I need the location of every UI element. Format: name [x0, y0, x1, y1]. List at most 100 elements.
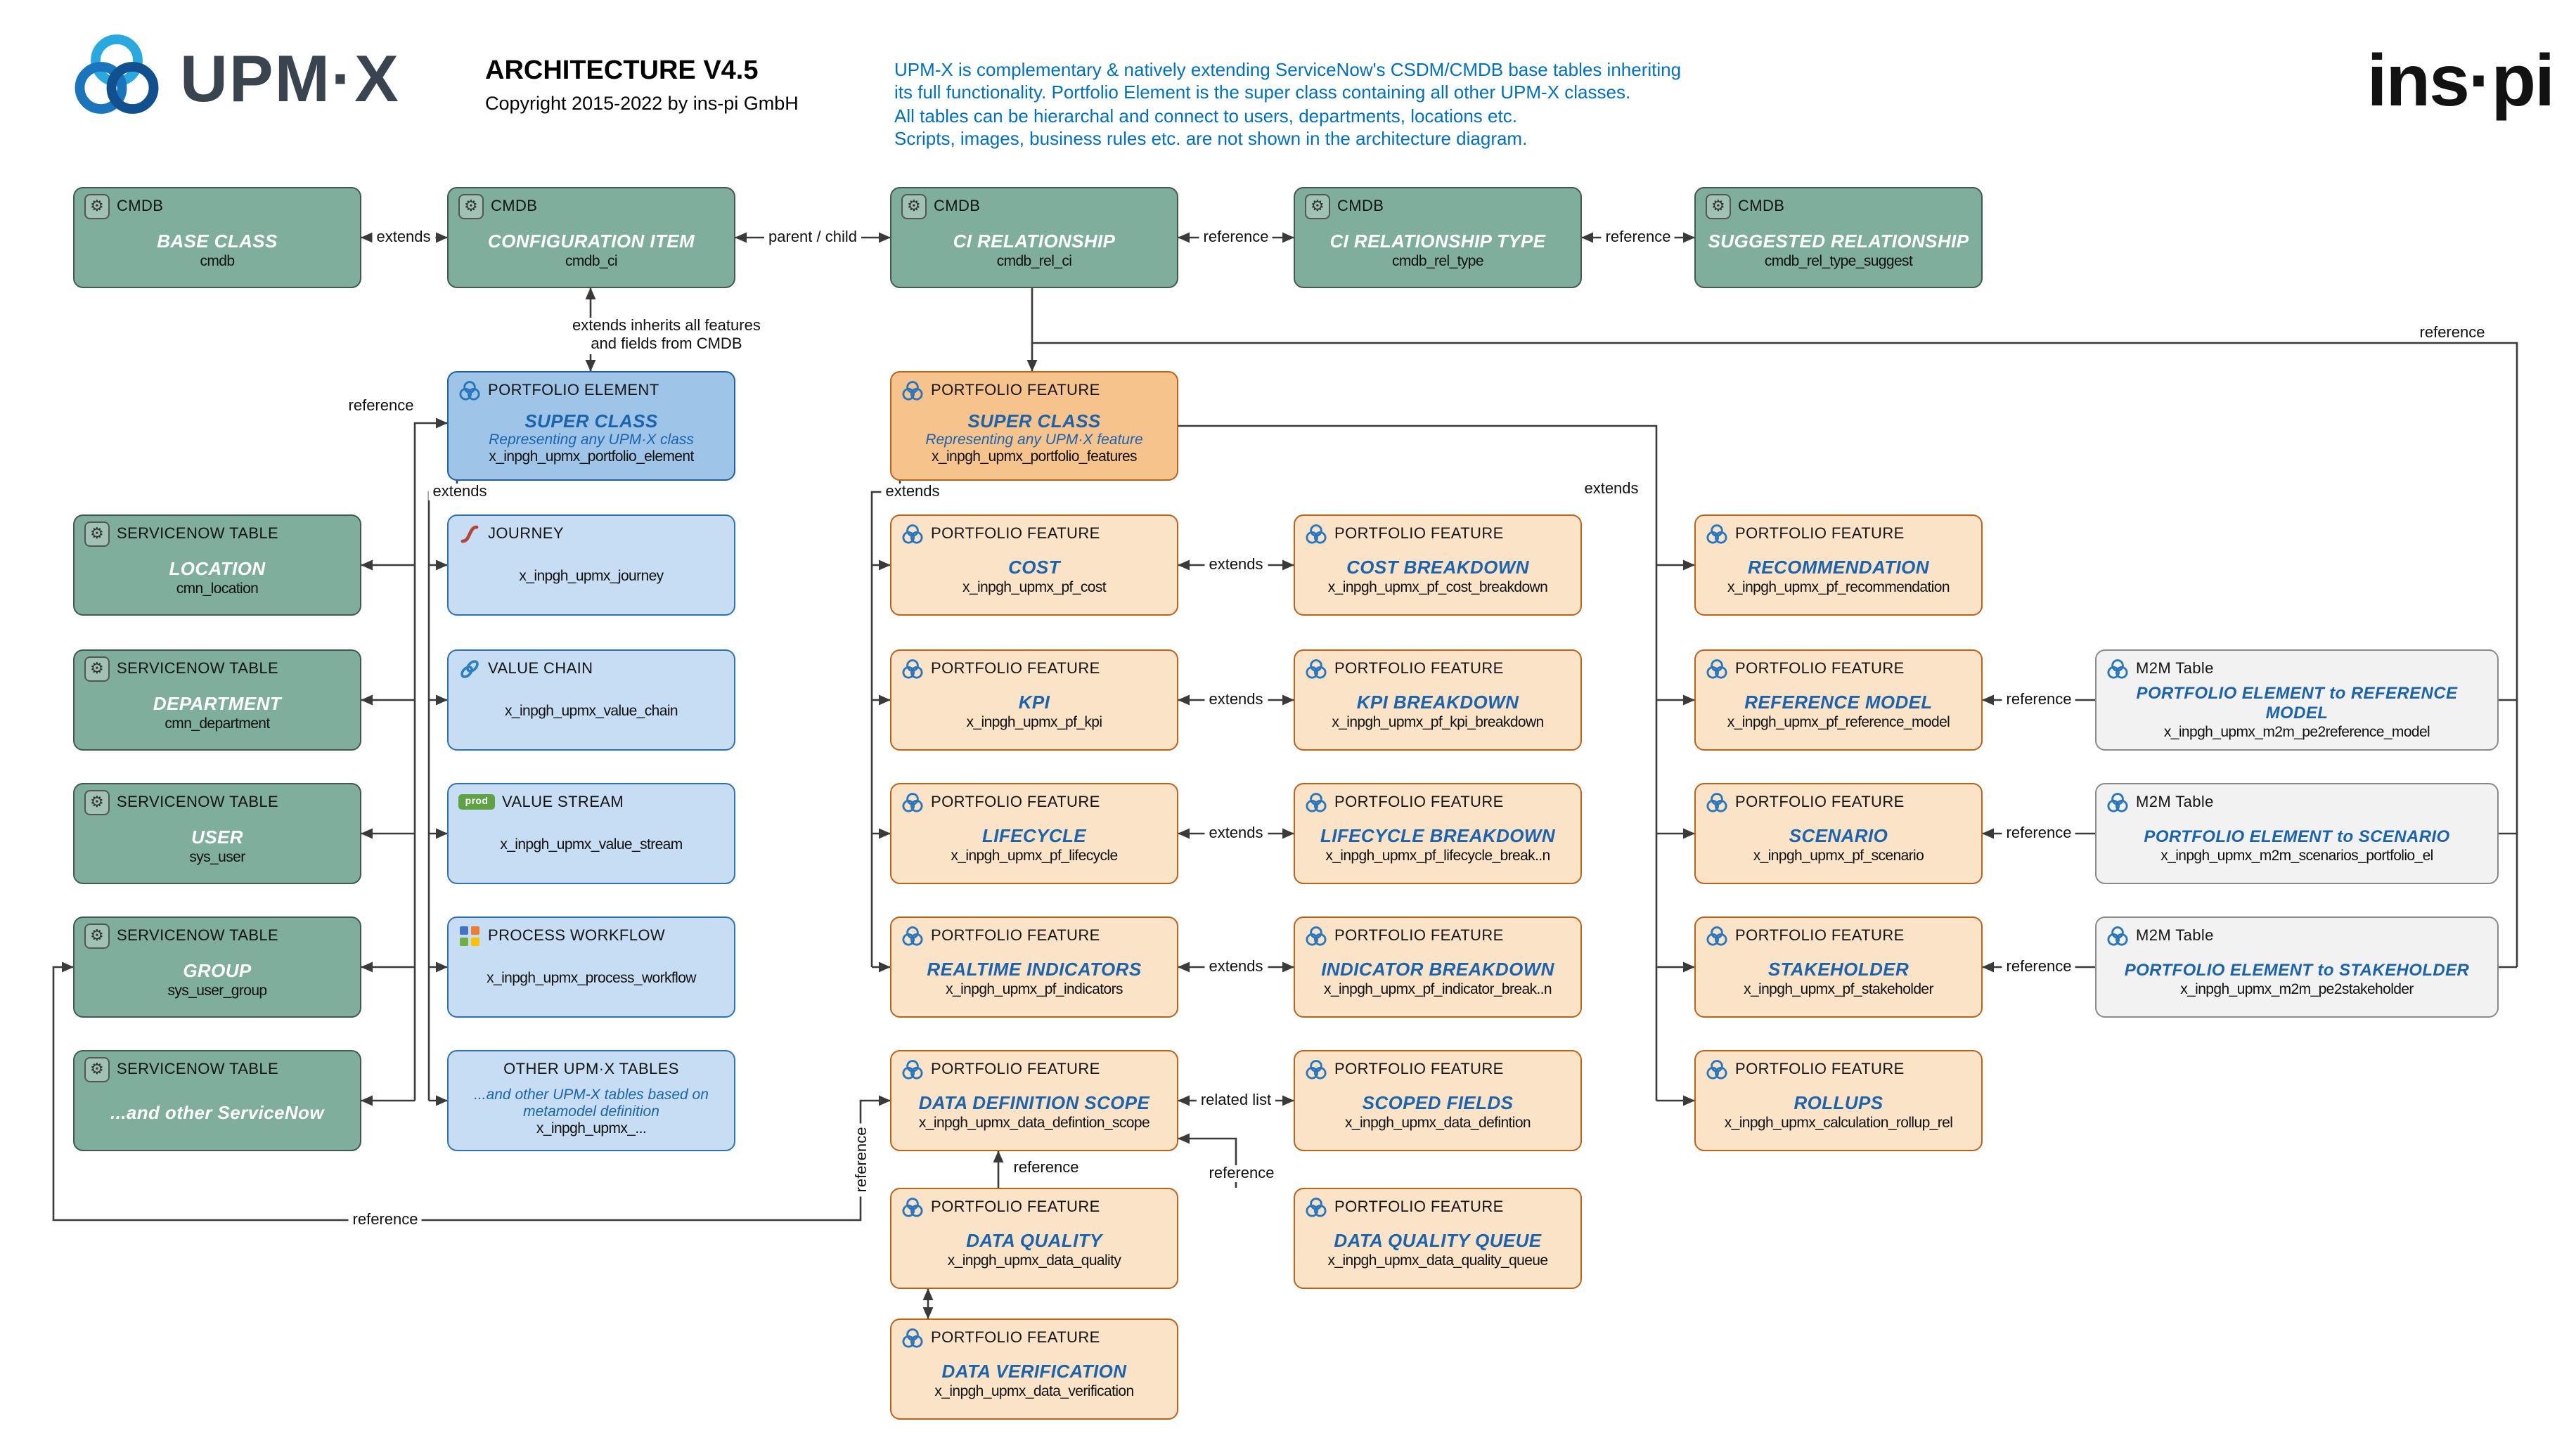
gear-icon: ⚙ [84, 790, 110, 815]
process-workflow-box: PROCESS WORKFLOW x_inpgh_upmx_process_wo… [447, 916, 735, 1018]
upmx-logo-icon [75, 34, 159, 114]
class-title: ...and other ServiceNow [110, 1102, 324, 1123]
page-title: ARCHITECTURE V4.5 [485, 56, 759, 86]
box-type-label: CMDB [1738, 198, 1785, 215]
edge-label-extends: extends [428, 484, 491, 500]
gear-icon: ⚙ [1706, 194, 1731, 219]
description-line: All tables can be hierarchal and connect… [894, 105, 1517, 127]
box-type-label: PORTFOLIO FEATURE [931, 525, 1100, 542]
class-title: PORTFOLIO ELEMENT to STAKEHOLDER [2124, 959, 2470, 979]
class-title: CI RELATIONSHIP TYPE [1329, 230, 1546, 251]
table-name: x_inpgh_upmx_pf_cost_breakdown [1327, 579, 1548, 596]
class-title: CONFIGURATION ITEM [487, 230, 695, 251]
class-title: COST BREAKDOWN [1346, 557, 1529, 578]
edge-label-reference: reference [2002, 692, 2076, 708]
gear-icon: ⚙ [1305, 194, 1330, 219]
knot-icon [901, 924, 924, 947]
gear-icon: ⚙ [458, 194, 484, 219]
knot-icon [1305, 1058, 1327, 1080]
table-name: x_inpgh_upmx_pf_lifecycle_break..n [1325, 848, 1550, 864]
box-type-label: PORTFOLIO FEATURE [1334, 1198, 1504, 1215]
table-name: x_inpgh_upmx_pf_indicator_break..n [1324, 981, 1552, 998]
table-name: x_inpgh_upmx_pf_indicators [946, 981, 1123, 998]
edge-label-extends: extends [1204, 692, 1268, 708]
class-title: USER [191, 826, 243, 847]
knot-icon [1706, 791, 1728, 813]
box-type-label: PORTFOLIO FEATURE [1735, 793, 1905, 810]
box-type-label: SERVICENOW TABLE [117, 794, 279, 811]
table-name: x_inpgh_upmx_pf_stakeholder [1744, 981, 1933, 998]
class-title: CI RELATIONSHIP [953, 230, 1116, 251]
table-name: x_inpgh_upmx_data_quality_queue [1327, 1252, 1548, 1269]
edge-label-extends: extends [1204, 959, 1268, 976]
table-name: x_inpgh_upmx_m2m_scenarios_portfolio_el [2160, 847, 2433, 864]
class-title: SCOPED FIELDS [1362, 1092, 1514, 1113]
box-type-label: SERVICENOW TABLE [117, 526, 279, 543]
knot-icon [1305, 657, 1327, 680]
edge-note-line1: extends inherits all features [572, 318, 761, 335]
knot-icon [1706, 924, 1728, 947]
box-type-label: JOURNEY [488, 525, 564, 542]
knot-icon [901, 1195, 924, 1218]
edge-label-reference: reference [348, 1212, 423, 1229]
edge-note-line2: and fields from CMDB [591, 336, 742, 353]
class-title: SCENARIO [1789, 825, 1888, 846]
value-chain-box: VALUE CHAIN x_inpgh_upmx_value_chain [447, 649, 735, 751]
knot-icon [1706, 522, 1728, 545]
class-subtitle: Representing any UPM·X class [489, 431, 694, 448]
class-title: SUGGESTED RELATIONSHIP [1708, 230, 1969, 251]
gear-icon: ⚙ [84, 521, 110, 547]
gear-icon: ⚙ [84, 194, 110, 219]
class-title: DATA QUALITY [966, 1230, 1102, 1251]
box-type-label: CMDB [117, 198, 164, 215]
class-title: COST [1008, 557, 1060, 578]
journey-icon [458, 522, 481, 545]
knot-icon [1305, 1195, 1327, 1218]
knot-icon [901, 522, 924, 545]
class-title: INDICATOR BREAKDOWN [1321, 959, 1554, 980]
box-type-label: PORTFOLIO FEATURE [931, 660, 1100, 677]
class-title: DATA DEFINITION SCOPE [918, 1092, 1150, 1113]
table-name: cmdb_rel_type_suggest [1764, 252, 1913, 269]
box-type-label: PORTFOLIO FEATURE [931, 927, 1100, 944]
edge-label-reference: reference [2002, 959, 2076, 976]
table-name: x_inpgh_upmx_portfolio_element [489, 448, 694, 465]
box-type-label: CMDB [491, 198, 538, 215]
table-name: cmdb [200, 252, 236, 269]
box-type-label: VALUE CHAIN [488, 660, 593, 677]
table-name: cmn_department [165, 715, 270, 732]
connectors [52, 232, 2518, 1319]
table-name: x_inpgh_upmx_journey [519, 568, 664, 585]
edge-label-reference: reference [1009, 1160, 1083, 1177]
knot-icon [1305, 522, 1327, 545]
knot-icon [901, 791, 924, 813]
box-type-label: SERVICENOW TABLE [117, 1061, 279, 1078]
class-subtitle: ...and other UPM-X tables based on [474, 1087, 709, 1103]
table-name: cmdb_ci [565, 252, 618, 269]
class-title: SUPER CLASS [967, 410, 1101, 431]
gear-icon: ⚙ [84, 1057, 110, 1082]
class-title: PORTFOLIO ELEMENT to SCENARIO [2144, 826, 2450, 845]
table-name: cmdb_rel_ci [996, 252, 1072, 269]
table-name: sys_user_group [167, 982, 267, 999]
class-title: GROUP [183, 959, 252, 980]
box-type-label: PORTFOLIO FEATURE [1735, 1061, 1905, 1077]
table-name: cmn_location [176, 580, 259, 597]
edge-note-inherits: extends inherits all features and fields… [568, 318, 765, 354]
knot-icon [2106, 924, 2129, 947]
table-name: x_inpgh_upmx_data_defintion [1344, 1115, 1531, 1132]
